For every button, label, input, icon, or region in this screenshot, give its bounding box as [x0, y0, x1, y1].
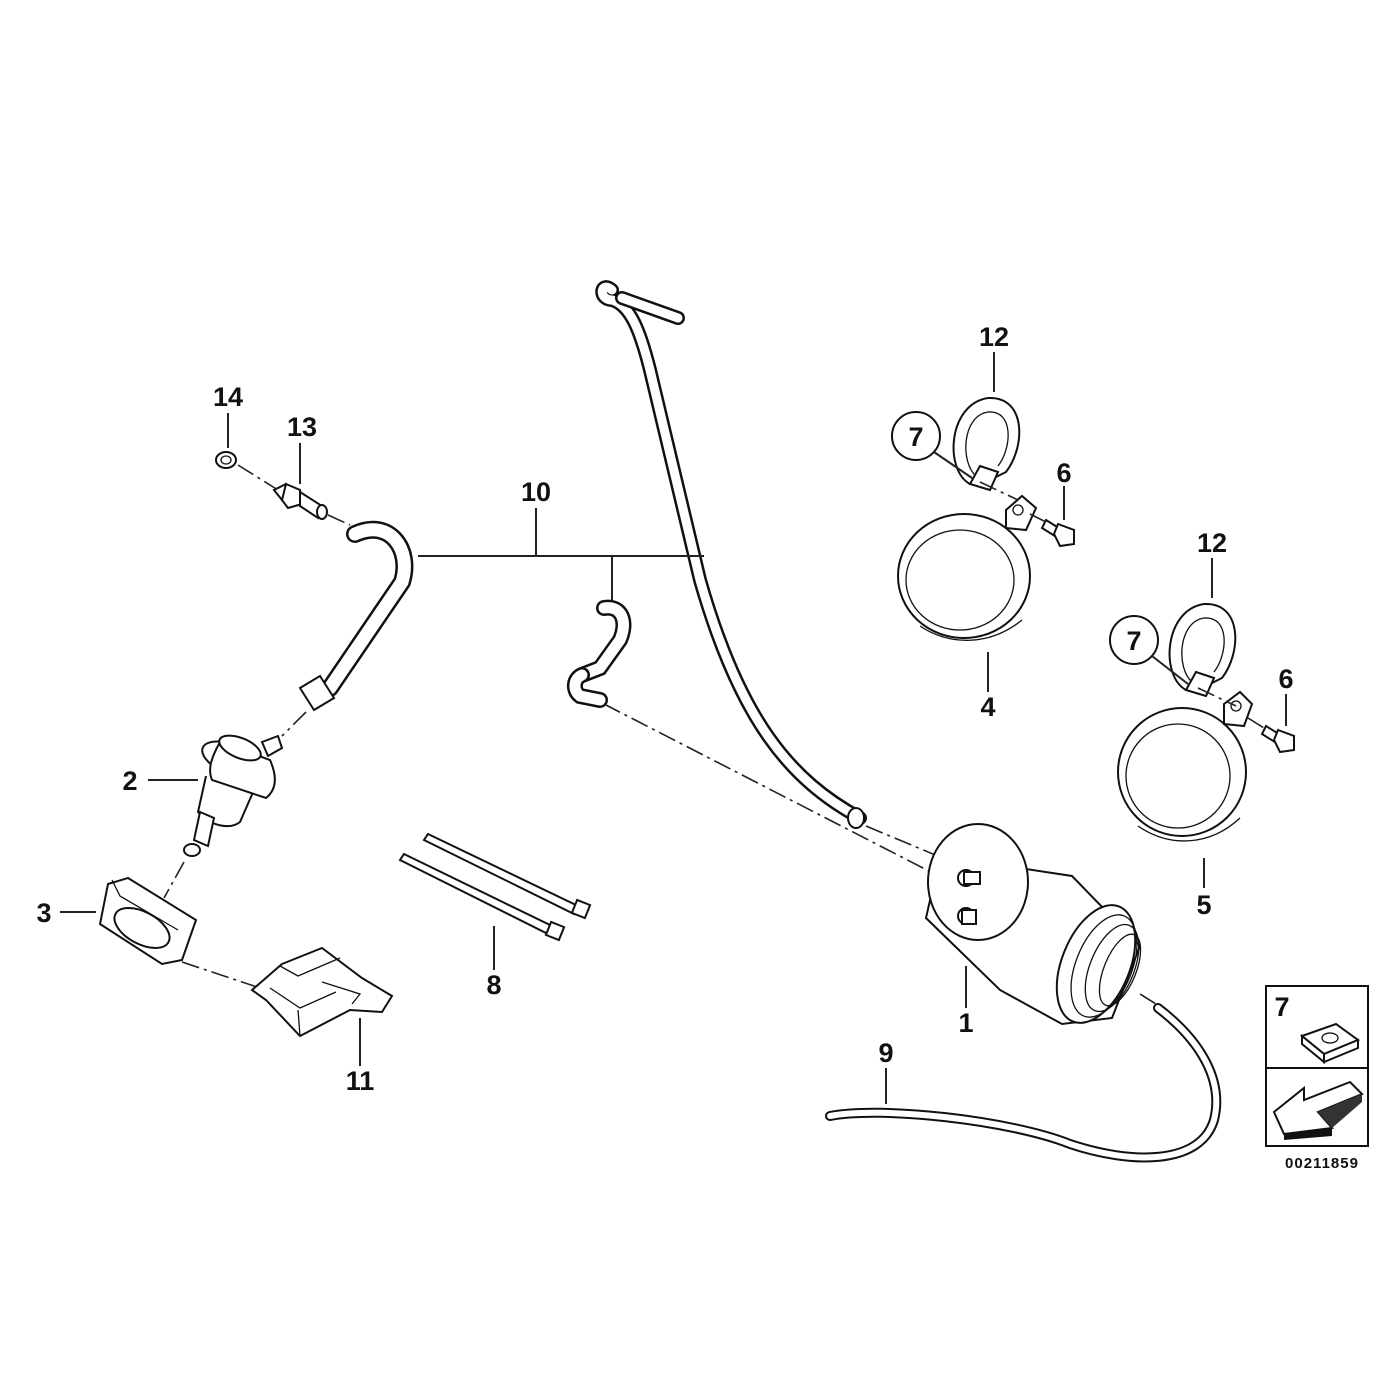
part-6-bolt-upper: [1040, 518, 1075, 548]
label-6-upper: 6: [1056, 458, 1071, 488]
legend-label-7: 7: [1274, 992, 1289, 1022]
part-9-vent-hose: [825, 1003, 1222, 1163]
arrow-icon: [1272, 1080, 1364, 1140]
part-5-clamp: [1117, 690, 1254, 842]
reference-number: 00211859: [1285, 1155, 1359, 1172]
part-7-nut-lower: 7: [1109, 615, 1159, 665]
label-9: 9: [878, 1038, 893, 1068]
part-10-hose-long: [595, 280, 867, 829]
label-11: 11: [346, 1066, 375, 1096]
part-3-holder: [98, 876, 198, 966]
label-10: 10: [521, 477, 551, 507]
part-1-canister: [924, 823, 1142, 1026]
label-3: 3: [36, 898, 51, 928]
label-6-lower: 6: [1278, 664, 1293, 694]
part-12-clip-lower: [1168, 602, 1237, 698]
label-7-lower: 7: [1126, 626, 1141, 656]
part-13-connector: [272, 482, 328, 520]
label-5: 5: [1196, 890, 1211, 920]
label-13: 13: [287, 412, 317, 442]
legend-box: 7: [1265, 985, 1369, 1147]
part-14-o-ring: [215, 451, 237, 469]
nut-icon: [1299, 1022, 1361, 1065]
part-12-clip-upper: [952, 396, 1021, 492]
label-7-upper: 7: [908, 422, 923, 452]
part-4-clamp: [897, 494, 1038, 641]
part-10-hose-middle: [567, 599, 632, 708]
label-4: 4: [980, 692, 995, 722]
part-10-hose-left: [298, 520, 414, 712]
label-12-upper: 12: [979, 322, 1009, 352]
part-11-clip: [250, 946, 394, 1038]
part-6-bolt-lower: [1260, 724, 1295, 754]
label-14: 14: [213, 382, 243, 412]
part-2-valve: [183, 734, 284, 857]
part-7-nut-upper: 7: [891, 411, 941, 461]
label-12-lower: 12: [1197, 528, 1227, 558]
part-8-cable-ties: [398, 832, 592, 942]
label-1: 1: [958, 1008, 973, 1038]
label-8: 8: [486, 970, 501, 1000]
label-2: 2: [122, 766, 137, 796]
